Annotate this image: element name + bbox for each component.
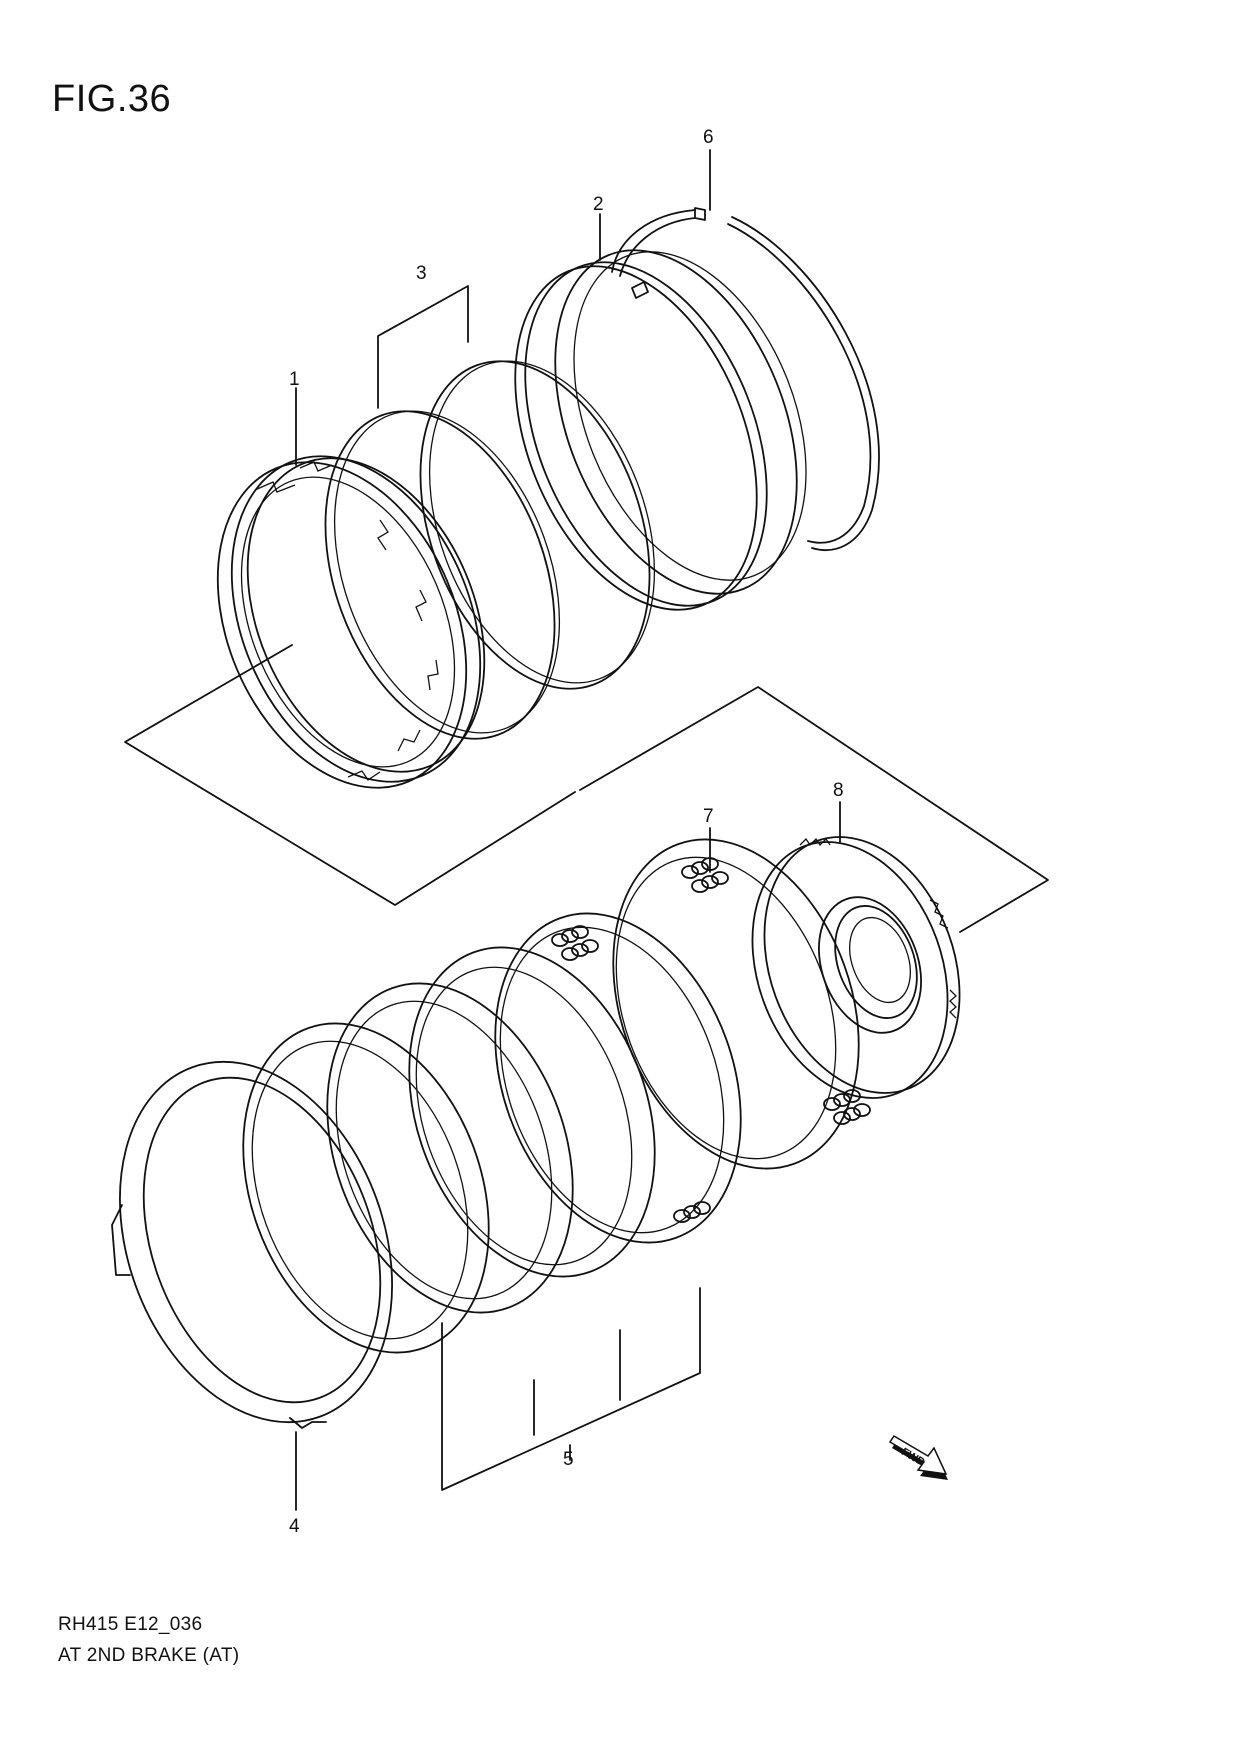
part-3-seal-rings <box>324 360 656 740</box>
part-8-hub <box>751 836 961 1099</box>
fwd-label: FWD <box>899 1446 927 1469</box>
callout-5-bracket <box>441 1287 701 1491</box>
group-divider-line <box>579 686 1049 933</box>
callout-3: 3 <box>416 263 427 284</box>
figure-code: RH415 E12_036 <box>58 1614 203 1635</box>
upper-group-bracket <box>124 644 576 906</box>
figure-title: FIG.36 <box>52 78 172 120</box>
fwd-arrow-icon: FWD <box>888 1434 948 1480</box>
callout-7: 7 <box>703 806 714 827</box>
part-4-flange-plate <box>111 1060 393 1429</box>
callout-6: 6 <box>703 127 714 148</box>
figure-caption: AT 2ND BRAKE (AT) <box>58 1645 240 1666</box>
callout-4: 4 <box>289 1516 300 1537</box>
part-2-band <box>514 249 807 611</box>
callout-5: 5 <box>563 1449 574 1470</box>
part-5-clutch-plates <box>242 912 742 1354</box>
part-1-piston <box>216 455 486 789</box>
callout-2: 2 <box>593 194 604 215</box>
callout-1: 1 <box>289 369 300 390</box>
callout-3-bracket <box>377 285 469 409</box>
callout-8: 8 <box>833 780 844 801</box>
part-6-snap-ring <box>611 207 880 551</box>
